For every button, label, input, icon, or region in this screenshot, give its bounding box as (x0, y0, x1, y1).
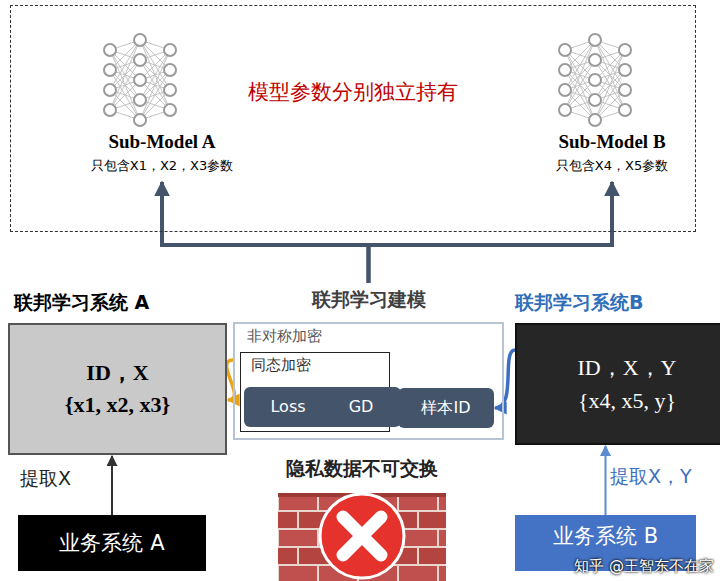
encryption-box: 同态加密LossGD (240, 352, 390, 432)
system-box: 联邦学习系统B ID，X，Y {x4, x5, y} (515, 290, 720, 445)
model-name: Sub-Model A (46, 131, 278, 153)
model-params: 只包含X4，X5参数 (511, 157, 713, 175)
model-region: 模型参数分别独立持有 Sub-Model A 只包含X1，X2，X3参数Sub-Mo… (10, 5, 696, 232)
chip-label: Loss (244, 387, 332, 427)
business-box: 业务系统 A (18, 515, 206, 571)
system-values: {x4, x5, y} (515, 388, 720, 414)
business-name: 业务系统 B (515, 521, 696, 551)
edge-label: 提取X，Y (610, 464, 692, 490)
chip-label: GD (321, 387, 401, 427)
sub-model: Sub-Model A 只包含X1，X2，X3参数 (46, 31, 278, 181)
connector (495, 350, 515, 408)
box-frame (515, 323, 720, 445)
data-chip: GD (321, 387, 401, 427)
connector (369, 182, 613, 283)
model-name: Sub-Model B (511, 131, 713, 153)
warning-text: 隐私数据不可交换 (210, 456, 514, 482)
sub-model: Sub-Model B 只包含X4，X5参数 (511, 31, 713, 181)
forbid-circle (320, 494, 404, 578)
system-fields: ID，X (8, 358, 227, 388)
neural-net-icon (104, 34, 176, 126)
system-values: {x1, x2, x3} (8, 392, 227, 418)
system-box: 联邦学习系统 A ID，X {x1, x2, x3} (8, 290, 227, 455)
model-params: 只包含X1，X2，X3参数 (46, 157, 278, 175)
modeling-box: 联邦学习建模非对称加密同态加密 LossGD样本ID (233, 283, 504, 440)
forbid-cross (343, 517, 381, 555)
connector (605, 446, 607, 515)
connector (111, 456, 113, 515)
encryption-label: 非对称加密 (247, 327, 322, 346)
system-fields: ID，X，Y (515, 353, 720, 383)
neural-net-icon (559, 34, 631, 126)
data-chip: 样本ID (398, 388, 494, 428)
brick-wall (278, 493, 446, 581)
system-title: 联邦学习系统B (515, 290, 643, 316)
system-title: 联邦学习系统 A (14, 290, 149, 316)
encryption-label: 同态加密 (251, 356, 311, 375)
edge-label: 提取X (20, 466, 71, 492)
box-frame (8, 323, 227, 455)
business-name: 业务系统 A (18, 515, 206, 571)
region-title: 模型参数分别独立持有 (11, 78, 695, 106)
modeling-title: 联邦学习建模 (233, 287, 504, 313)
chip-label: 样本ID (398, 388, 494, 428)
connector (162, 182, 369, 283)
data-chip: Loss (244, 387, 332, 427)
watermark: 知乎 @王智东不在家 (574, 557, 714, 576)
